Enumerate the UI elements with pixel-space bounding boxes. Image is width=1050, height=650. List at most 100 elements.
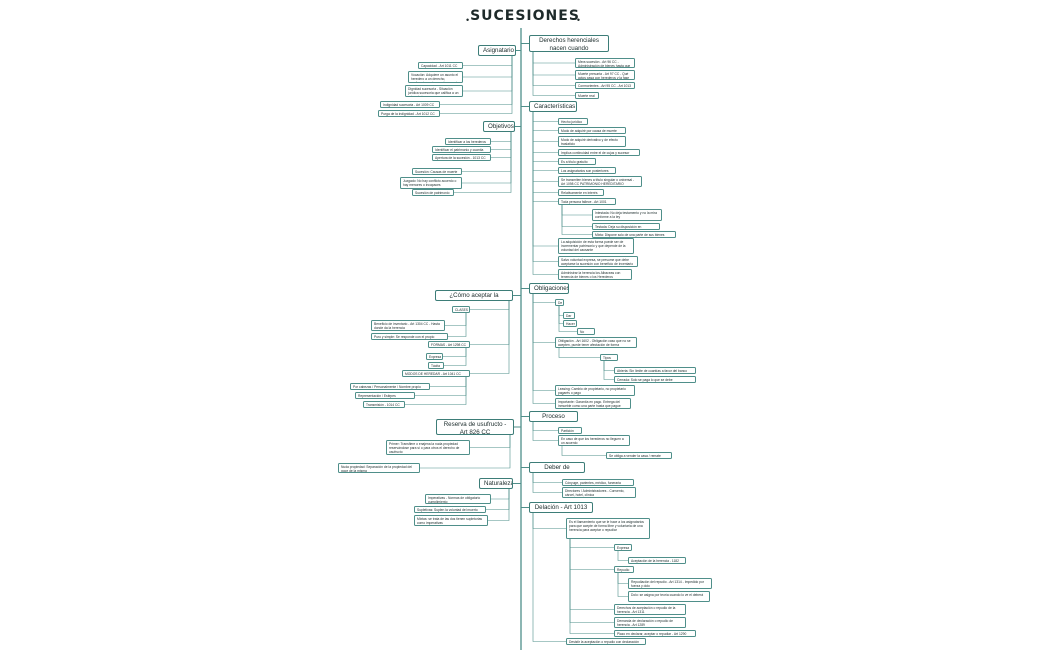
node-del-3[interactable]: Demanda de declaración o repudio de here… [614,617,686,628]
node-car-9a[interactable]: Intestada: No deja testamento y no la mi… [592,209,662,221]
node-car-1[interactable]: Hecho jurídico [558,118,588,125]
node-naturaleza[interactable]: Naturaleza [479,478,513,489]
node-derechos-3[interactable]: Conmorientes - Art 95 CC - Art 1013 CC [575,82,635,89]
node-como[interactable]: ¿Cómo aceptar la herencia? [435,290,513,301]
node-del-rep-2[interactable]: Dolo: se asigna por teoría cuando lo ve … [628,591,710,602]
node-car-11[interactable]: Salvo voluntad expresa, se presume que d… [558,256,638,267]
obl_de_3-connector [558,306,577,332]
node-car-9c[interactable]: Mixta: Dispone solo de una parte de sus … [592,231,676,238]
node-car-10[interactable]: La adquisición de esta forma puede ser d… [558,238,634,254]
nat_3-connector [488,489,510,521]
node-nat-3[interactable]: Mixtas: se trata de las dos tienen suple… [414,515,488,526]
como_modos-connector [470,301,510,374]
node-como-f2[interactable]: Tácita [428,362,444,369]
node-del-2[interactable]: Derechos de aceptación o repudio de la h… [614,604,686,615]
node-asignatario[interactable]: Asignatario [478,45,516,56]
node-obl-2[interactable]: Obligación - Art 1602 - Obligación caso … [555,337,637,348]
node-obj-1[interactable]: Identificar a los herederos [445,138,491,145]
node-obj-4[interactable]: Sucesión: Causas de muerte [412,168,462,175]
node-del-exp-1[interactable]: Aceptación de la herencia - 1182 [628,557,686,564]
node-del-rep[interactable]: Repudio [614,566,634,573]
node-obl-2b[interactable]: Cerrada: Solo se paga lo que se debe [614,376,696,383]
node-como-f1[interactable]: Expresa [426,353,443,360]
node-como-modos[interactable]: MODOS DE HEREDAR - Art 1041 CC [402,370,470,377]
node-car-12[interactable]: Administrar la herencia los Albaceas con… [558,269,632,280]
node-obl-de[interactable]: De [555,299,564,306]
node-proceso[interactable]: Proceso divisorio [529,411,578,422]
node-derechos[interactable]: Derechos herenciales nacen cuando [529,35,609,52]
car_12-connector [532,112,558,275]
node-deb-1[interactable]: Cónyuge, parientes, médico, funeraria [562,479,634,486]
proc_2-connector [532,422,558,441]
node-como-m1[interactable]: Por cabezas / Personalmente / Nombre pro… [350,383,430,390]
node-nat-1[interactable]: Imperativas - Normas de obligatorio cump… [425,494,491,504]
node-asig-1[interactable]: Capacidad - Art 1011 CC [418,62,463,69]
node-derechos-4[interactable]: Muerte real [575,92,599,99]
node-res-2[interactable]: Nuda propiedad: Separación de la propied… [338,463,420,473]
car_9c-connector [561,205,592,235]
node-derechos-1[interactable]: Mera sucesión - Art 96 CC - Administraci… [575,58,635,68]
res_2-connector [420,435,511,469]
node-como-2[interactable]: Puro y simple: Se responde con el propio… [371,333,448,340]
node-del-4[interactable]: Plazo en declarar, aceptar o repudiar - … [614,630,696,637]
node-car-4[interactable]: Implica continuidad entre el de cujus y … [558,149,640,156]
node-proc-2[interactable]: En caso de que los herederos no lleguen … [558,435,630,446]
node-obj-3[interactable]: Apertura de la sucesión - 1013 CC [432,154,491,161]
node-obj-6[interactable]: Sucesión de patrimonio [412,189,454,196]
node-car-9b[interactable]: Testada: Deja su disposición en testamen… [592,223,660,230]
node-asig-2[interactable]: Vocación: Adquiere un asunto el heredero… [408,71,463,83]
node-como-m2[interactable]: Representación / Estirpes [355,392,415,399]
node-obl-3[interactable]: Leasing: Cambio de propietario, no propi… [555,385,635,396]
del_rep_2-connector [617,573,628,597]
node-obj-2[interactable]: Identificar el patrimonio y cuantía [432,146,491,153]
como_2-connector [448,313,467,337]
node-obl-2-tipos[interactable]: Tipos [600,354,618,361]
node-del-exp[interactable]: Expresa [614,544,632,551]
node-car-6[interactable]: Los asignatarios son posteriores [558,167,616,174]
title-dot-left: • [466,15,470,25]
node-car-5[interactable]: Es a título gratuito [558,158,596,165]
node-como-formas[interactable]: FORMAS - Art 1298 CC [428,341,470,348]
node-del-5[interactable]: Desistir la aceptación o repudio con dec… [566,638,646,645]
del_4-connector [569,539,614,634]
node-obl-de-2[interactable]: Hacer [563,320,577,327]
node-asig-4[interactable]: Indignidad sucesoria - Art 1009 CC [380,101,440,108]
node-car-7[interactable]: Se transmiten bienes a título singular o… [558,176,642,187]
node-obl-de-3[interactable]: No hacer [577,328,595,335]
node-derechos-2[interactable]: Muerte presunta - Art 97 CC - Qué actos … [575,70,635,80]
node-car-3[interactable]: Modo de adquirir derivativo y de efecto … [558,136,626,147]
title-block: • SUCESIONES • [440,7,610,27]
node-reserva[interactable]: Reserva de usufructo - Art 826 CC [436,419,514,435]
node-obl-2a[interactable]: Abierta: Sin límite de cuantías a favor … [614,367,696,374]
node-nat-2[interactable]: Supletivas: Suplen la voluntad del muert… [414,506,486,513]
derechos_4-connector [532,52,575,96]
node-del-1[interactable]: Es el llamamiento que se le hace a los a… [566,518,650,539]
del_exp_1-connector [617,551,628,561]
node-proc-3[interactable]: Se obliga a vender la casa / remate [606,452,672,459]
node-deber[interactable]: Deber de denunciar [529,462,585,473]
title-dot-right: • [576,15,580,25]
node-res-1[interactable]: Primer: Transfiere o enajena la nuda pro… [386,440,470,455]
node-asig-5[interactable]: Purga de la indignidad - Art 1012 CC [378,110,440,117]
node-obligaciones[interactable]: Obligaciones [529,283,569,294]
node-como-m3[interactable]: Transmisión - 1014 CC [363,401,405,408]
node-como-1[interactable]: Beneficio de inventario - Art 1304 CC - … [371,320,445,331]
node-proc-1[interactable]: Partición [558,427,582,434]
como_m3-connector [405,377,467,405]
node-caracteristicas[interactable]: Características [529,101,577,112]
node-del-rep-1[interactable]: Repudiación del repudio - Art 1314 - Imp… [628,578,712,589]
node-obl-de-1[interactable]: Dar [563,312,575,319]
node-delacion[interactable]: Delación - Art 1013 CC [529,502,593,513]
node-car-9[interactable]: Toda persona fallece - Art 1001 [558,198,616,205]
asig_5-connector [440,56,513,114]
obl_2b-connector [603,361,614,380]
node-obj-5[interactable]: Juzgado: No hay conflicto acuerdo o hay … [400,177,462,189]
node-deb-2[interactable]: Directores / Administradores - Convento,… [562,487,636,498]
node-objetivos[interactable]: Objetivos [483,121,515,132]
node-como-clases[interactable]: CLASES [452,306,470,313]
node-obl-4[interactable]: Importante: Garantía en pago. Entrega de… [555,398,631,409]
node-asig-3[interactable]: Dignidad sucesoria - Situación jurídica … [405,85,463,97]
node-car-8[interactable]: Relativamente en interés [558,189,604,196]
node-car-2[interactable]: Modo de adquirir por causa de muerte [558,127,626,134]
